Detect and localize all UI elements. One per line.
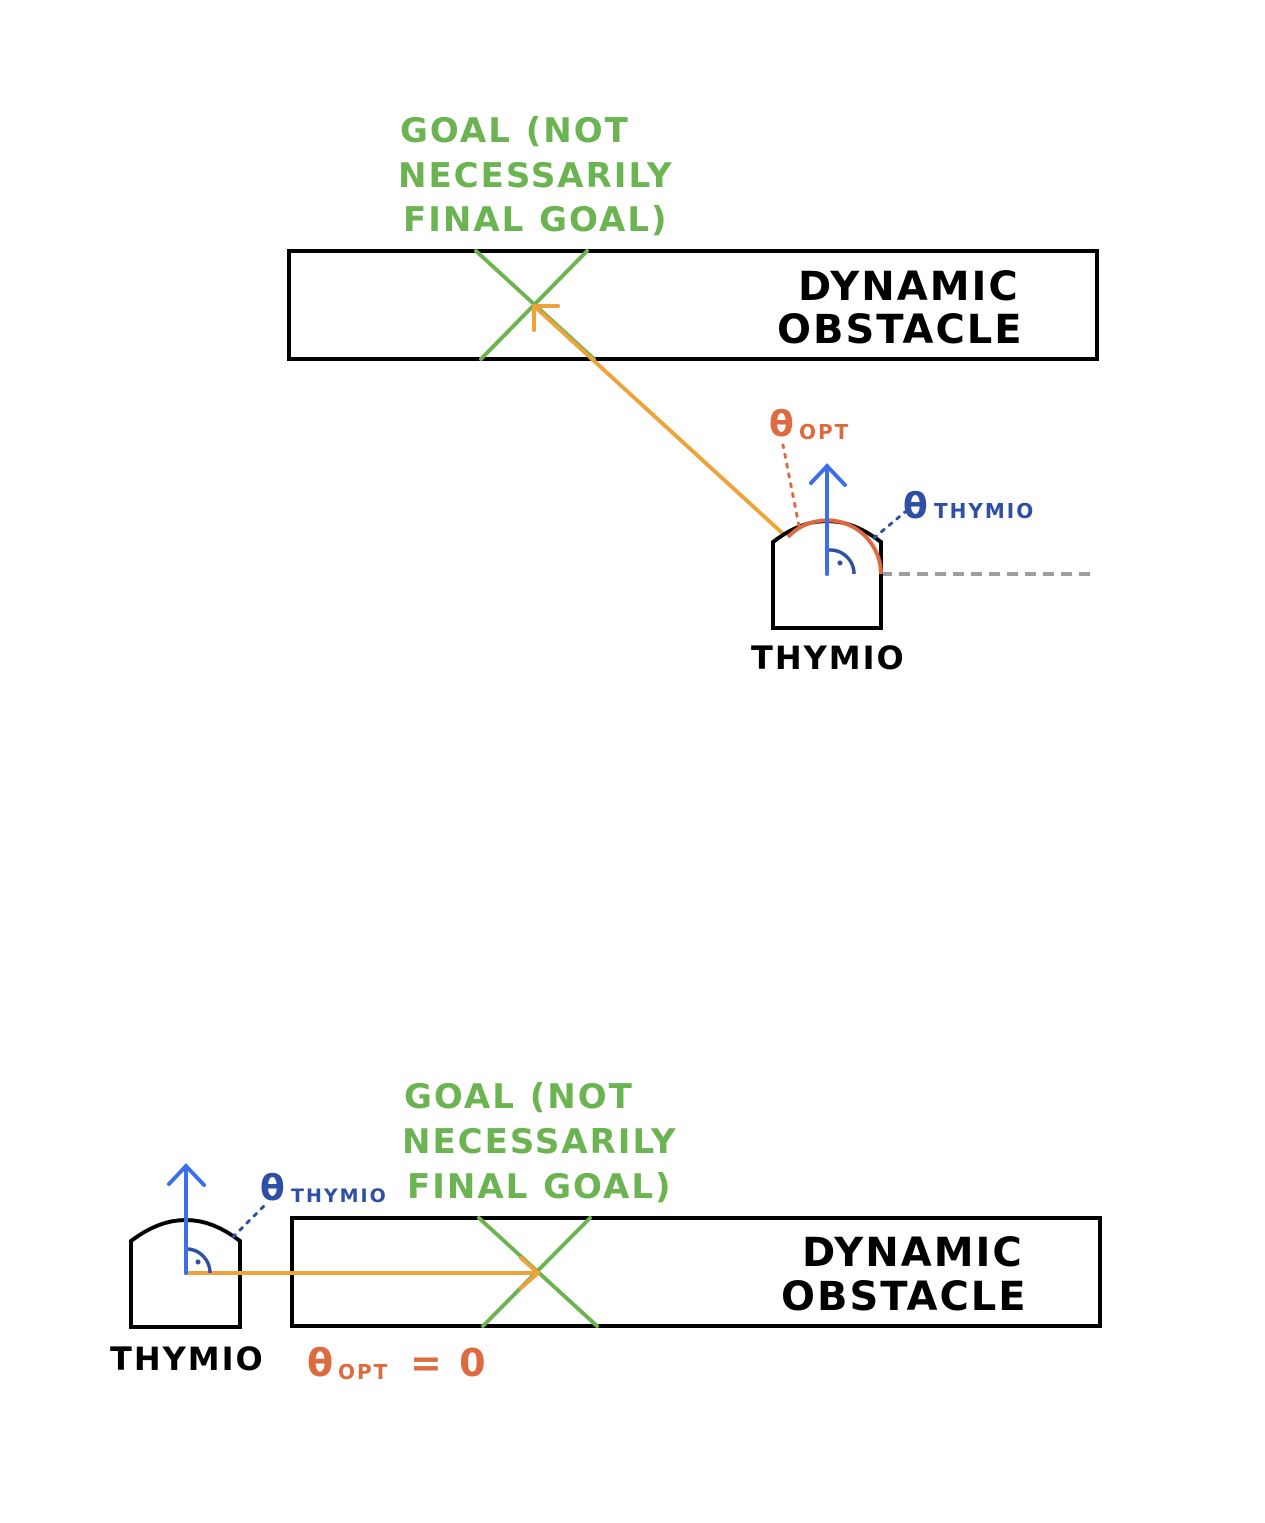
theta-opt-label: θ OPT bbox=[769, 404, 850, 445]
thymio-label: THYMIO bbox=[110, 1340, 265, 1378]
obstacle-label-line-1: DYNAMIC bbox=[802, 1230, 1024, 1276]
theta-thymio-leader bbox=[872, 510, 907, 540]
goal-label-line-2: NECESSARILY bbox=[402, 1122, 677, 1162]
obstacle-label: DYNAMIC OBSTACLE bbox=[777, 264, 1024, 353]
theta-opt-symbol: θ bbox=[307, 1341, 335, 1385]
diagram-bottom: GOAL (NOT NECESSARILY FINAL GOAL) DYNAMI… bbox=[110, 1077, 1102, 1385]
path-arrow-icon bbox=[532, 304, 829, 576]
obstacle-label-line-2: OBSTACLE bbox=[777, 307, 1024, 353]
goal-label-line-3: FINAL GOAL) bbox=[403, 200, 669, 240]
heading-arrow-icon bbox=[167, 1163, 206, 1275]
theta-thymio-arc bbox=[828, 548, 856, 575]
diagram-top: GOAL (NOT NECESSARILY FINAL GOAL) DYNAMI… bbox=[287, 111, 1099, 677]
theta-thymio-arc bbox=[187, 1247, 212, 1274]
goal-label: GOAL (NOT NECESSARILY FINAL GOAL) bbox=[402, 1077, 677, 1207]
theta-opt-arc bbox=[786, 518, 883, 575]
theta-thymio-label: θ THYMIO bbox=[903, 486, 1035, 527]
goal-label: GOAL (NOT NECESSARILY FINAL GOAL) bbox=[398, 111, 673, 240]
theta-opt-subscript: OPT bbox=[799, 420, 850, 444]
heading-arrow-icon bbox=[809, 463, 847, 576]
obstacle-label-line-1: DYNAMIC bbox=[798, 264, 1020, 310]
goal-label-line-3: FINAL GOAL) bbox=[407, 1167, 673, 1207]
theta-opt-subscript: OPT bbox=[338, 1360, 389, 1384]
thymio-label: THYMIO bbox=[751, 639, 906, 677]
theta-thymio-subscript: THYMIO bbox=[291, 1185, 388, 1207]
obstacle-label: DYNAMIC OBSTACLE bbox=[781, 1230, 1028, 1320]
theta-opt-symbol: θ bbox=[769, 404, 796, 445]
right-angle-dot bbox=[837, 560, 843, 566]
theta-thymio-subscript: THYMIO bbox=[934, 499, 1035, 523]
theta-thymio-symbol: θ bbox=[903, 486, 930, 527]
dynamic-obstacle-box bbox=[287, 249, 1099, 361]
right-angle-dot bbox=[195, 1259, 201, 1265]
goal-label-line-2: NECESSARILY bbox=[398, 156, 673, 196]
path-arrow-icon bbox=[184, 1256, 542, 1290]
theta-thymio-leader bbox=[231, 1203, 267, 1239]
theta-opt-leader bbox=[781, 443, 801, 528]
goal-label-line-1: GOAL (NOT bbox=[404, 1077, 634, 1117]
obstacle-label-line-2: OBSTACLE bbox=[781, 1274, 1028, 1320]
theta-thymio-symbol: θ bbox=[260, 1168, 287, 1209]
goal-label-line-1: GOAL (NOT bbox=[400, 111, 630, 151]
theta-thymio-label: θ THYMIO bbox=[260, 1168, 388, 1209]
theta-opt-value: = 0 bbox=[410, 1341, 488, 1385]
theta-opt-label: θ OPT = 0 bbox=[307, 1341, 488, 1385]
